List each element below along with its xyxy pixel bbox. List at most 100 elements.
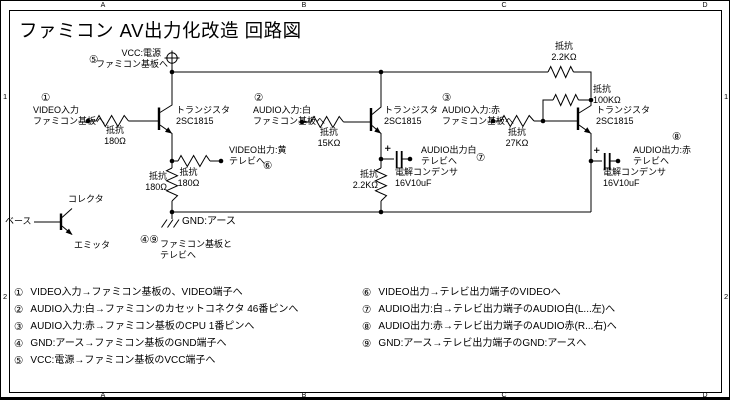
col-header-bottom-d: D [702,392,708,399]
vcc-name: VCC:電源 [121,48,161,58]
audio-in-white-name: AUDIO入力:白 [253,105,312,115]
legend-item-8: ⑧ AUDIO出力:赤→テレビ出力端子のAUDIO赤(R...右)へ [362,321,617,333]
vcc-terminal-icon [164,50,180,72]
legend-item-1: ① VIDEO入力→ファミコン基板の、VIDEO端子へ [14,287,243,299]
transistor-type: トランジスタ [384,105,439,115]
row-header-right-2: 2 [724,292,729,301]
capacitor-audio-red-label: 電解コンデンサ 16V10uF [603,167,666,189]
transistor-model: 2SC1815 [384,116,422,126]
legend-number: ④ [14,338,24,350]
audio-in-white-label: AUDIO入力:白 ファミコン基板へ [253,105,325,127]
gnd-dest2: テレビへ [160,250,197,260]
capacitor-audio-white-label: 電解コンデンサ 16V10uF [395,167,458,189]
transistor-type: トランジスタ [176,105,231,115]
resistor-video-in-label: 抵抗 180Ω [97,125,133,147]
video-out-branch [172,154,219,168]
resistor-audio-w-gnd-label: 抵抗 2.2KΩ [348,169,378,191]
resistor-value: 27KΩ [505,138,529,148]
resistor-name: 抵抗 [554,41,573,51]
transistor-pin-legend-icon [34,208,73,235]
page-title: ファミコン AV出力化改造 回路図 [19,20,302,41]
audio-out-red-number: ⑧ [672,131,682,143]
audio-out-white-dest: テレビへ [421,156,458,166]
resistor-name: 抵抗 [319,127,338,137]
vcc-terminal-label: VCC:電源 ファミコン基板へ [96,48,169,70]
legend-number: ① [14,287,24,299]
legend-item-9: ⑨ GND:アース→テレビ出力端子のGND:アースへ [362,338,586,350]
legend-text: AUDIO入力:赤→ファミコン基板のCPU 1番ピンへ [30,321,255,332]
resistor-feedback-100k [542,93,589,121]
capacitor-name: 電解コンデンサ [603,167,667,177]
row-header-left-1: 1 [3,92,8,101]
legend-number: ② [14,304,24,316]
junction-dots [169,69,594,215]
capacitor-name: 電解コンデンサ [395,167,459,177]
vcc-terminal-number: ⑤ [89,54,99,66]
resistor-vcc-2.2k [547,65,574,79]
vcc-dest: ファミコン基板へ [96,59,169,69]
pin-emitter-label: エミッタ [74,240,111,250]
video-in-label: VIDEO入力 ファミコン基板へ [33,105,105,127]
legend-item-3: ③ AUDIO入力:赤→ファミコン基板のCPU 1番ピンへ [14,321,254,333]
pin-base-label: ベース [5,216,32,226]
col-header-bottom-b: B [301,392,307,399]
resistor-name: 抵抗 [105,125,124,135]
col-header-top-a: A [100,2,106,9]
video-out-name: VIDEO出力:黄 [229,145,287,155]
video-out-label: VIDEO出力:黄 テレビへ [229,145,287,167]
resistor-video-in-180 [95,114,129,128]
resistor-value: 100KΩ [593,95,621,105]
legend-item-5: ⑤ VCC:電源→ファミコン基板のVCC端子へ [14,355,215,367]
audio-in-white-number: ② [254,92,264,104]
resistor-value: 180Ω [104,136,126,146]
wire-vcc-rail [172,71,592,98]
audio-out-white-label: AUDIO出力白 テレビへ [421,145,477,167]
video-in-number: ① [41,92,51,104]
resistor-name: 抵抗 [359,169,378,179]
legend-number: ⑦ [362,304,372,316]
col-header-top-c: C [501,2,507,9]
transistor-model: 2SC1815 [176,116,214,126]
legend-text: VCC:電源→ファミコン基板のVCC端子へ [30,355,216,366]
resistor-name: 抵抗 [179,167,198,177]
transistor-model: 2SC1815 [596,116,634,126]
legend-number: ③ [14,321,24,333]
row-header-right-1: 1 [724,92,729,101]
capacitor-audio-white-icon [381,145,408,168]
audio-in-red-dest: ファミコン基板へ [442,116,515,126]
legend-number: ⑤ [14,355,24,367]
resistor-value: 2.2KΩ [551,52,577,62]
resistor-audio-r-label: 抵抗 27KΩ [499,127,535,149]
legend-number: ⑨ [362,338,372,350]
resistor-video-gnd-label: 抵抗 180Ω [137,171,167,193]
legend-item-6: ⑥ VIDEO出力→テレビ出力端子のVIDEOへ [362,287,561,299]
video-in-dest: ファミコン基板へ [33,116,106,126]
resistor-video-out-label: 抵抗 180Ω [171,167,206,189]
legend-text: AUDIO出力:白→テレビ出力端子のAUDIO白(L...左)へ [378,304,616,315]
col-header-bottom-a: A [100,392,106,399]
resistor-name: 抵抗 [148,171,167,181]
legend-text: GND:アース→テレビ出力端子のGND:アースへ [378,338,587,349]
gnd-label: GND:アース [182,216,236,227]
transistor-q2-label: トランジスタ 2SC1815 [384,105,438,127]
resistor-audio-r-27k [500,114,535,128]
audio-in-red-label: AUDIO入力:赤 ファミコン基板へ [442,105,514,127]
legend-item-2: ② AUDIO入力:白→ファミコンのカセットコネクタ 46番ピンへ [14,304,298,316]
col-header-bottom-c: C [501,392,507,399]
resistor-value: 180Ω [145,182,167,192]
resistor-audio-w-15k [310,115,344,129]
resistor-value: 15KΩ [317,138,341,148]
video-out-dest: テレビへ [229,156,266,166]
audio-in-red-number: ③ [442,92,452,104]
resistor-vcc-label: 抵抗 2.2KΩ [546,41,582,63]
legend-item-7: ⑦ AUDIO出力:白→テレビ出力端子のAUDIO白(L...左)へ [362,304,615,316]
gnd-numbers: ④⑨ [140,234,159,246]
resistor-value: 2.2KΩ [352,180,378,190]
sheet-border [9,10,722,393]
audio-in-red-name: AUDIO入力:赤 [442,105,501,115]
legend-number: ⑧ [362,321,372,333]
col-header-top-b: B [301,2,307,9]
legend-text: VIDEO出力→テレビ出力端子のVIDEOへ [378,287,561,298]
resistor-value: 180Ω [177,178,200,188]
